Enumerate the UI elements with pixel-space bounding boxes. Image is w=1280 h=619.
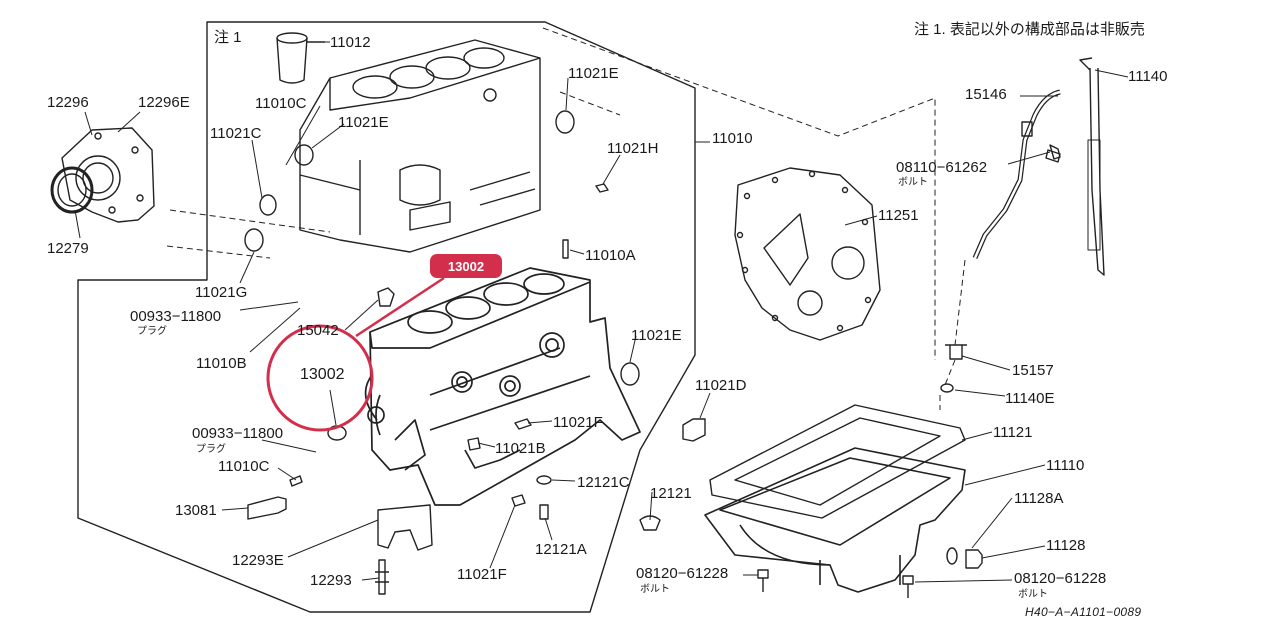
oil-pan-11110 [704,447,966,593]
label-11021D: 11021D [695,377,747,394]
dowel-11010C [289,475,303,487]
label-08120-right: 08120−61228 [1014,570,1107,587]
label-08110: 08110−61262 [896,159,988,176]
oil-pan-gasket-11121 [709,404,966,519]
label-11010A: 11010A [585,247,636,264]
label-11021B: 11021B [495,440,546,457]
label-bolt-left: ボルト [640,584,670,595]
label-11010B: 11010B [196,355,247,372]
label-11140: 11140 [1128,68,1168,85]
guide-fitting-15157 [945,344,967,360]
part-callout-badge: 13002 [430,254,502,278]
label-11110: 11110 [1046,457,1085,474]
label-bolt-right: ボルト [1018,589,1048,600]
label-11128A: 11128A [1014,490,1064,507]
pipe-15042 [377,287,395,307]
cylinder-sleeve-11012 [276,32,325,84]
label-11021E-top: 11021E [568,65,619,82]
label-08120-left: 08120−61228 [636,565,729,582]
seal-11021E-mid [620,362,640,386]
plug-11021F [514,418,532,430]
label-12296: 12296 [47,94,89,111]
plug-11021F-low [511,494,526,507]
label-11021G: 11021G [195,284,248,301]
label-11021E-inner: 11021E [338,114,389,131]
rear-end-plate-11251 [734,167,881,341]
label-12121A: 12121A [535,541,587,558]
seal-11021E-top [555,110,575,134]
bolt-08110 [1049,144,1061,160]
stud-11010A [562,239,569,259]
assembly-frame [77,21,696,613]
seal-11021G [244,228,264,252]
label-11012: 11012 [330,34,371,51]
sensor-13081 [247,496,287,520]
washer-12121C [536,475,552,485]
label-11010: 11010 [712,130,753,147]
label-13002: 13002 [300,366,345,383]
bolt-08120-right [902,575,914,598]
highlight-marker [266,276,445,432]
upper-engine-block [299,39,541,253]
seal-11021E-inner [294,144,314,166]
bolt-08120-left [757,569,769,592]
label-12121: 12121 [650,485,692,502]
label-plug-top: プラグ [137,326,167,337]
plug-11021D [682,418,706,442]
callout-pointer [355,276,445,338]
label-bolt-top: ボルト [898,177,928,188]
label-11010C-bottom: 11010C [218,458,270,475]
label-00933-bottom: 00933−11800 [192,425,284,442]
label-12121C: 12121C [577,474,630,491]
label-11021C: 11021C [210,125,262,142]
label-11021F-side: 11021F [553,414,603,431]
drain-washer-11128A [946,547,958,565]
plug-11021B [467,437,481,451]
bolt-12121A [539,504,549,520]
label-12293: 12293 [310,572,352,589]
stud-12293 [375,559,389,595]
label-11121: 11121 [993,424,1033,441]
corner-note: 注 1 [214,29,242,46]
label-11010C-top: 11010C [255,95,307,112]
plug-11021H [595,183,609,193]
label-11128: 11128 [1046,537,1086,554]
label-plug-bottom: プラグ [196,444,226,455]
label-12293E: 12293E [232,552,284,569]
label-11021E-mid: 11021E [631,327,682,344]
clip-12121 [639,515,661,531]
oil-seal-retainer-12296 [50,127,155,223]
label-13081: 13081 [175,502,217,519]
seal-11021C [259,194,277,216]
dipstick-guide-15146 [972,89,1061,259]
highlight-circle [266,324,374,432]
label-11021F-bottom: 11021F [457,566,507,583]
label-15157: 15157 [1012,362,1054,379]
bearing-cap-12293E [377,504,433,551]
label-11251: 11251 [878,207,919,224]
projection-box [166,27,936,360]
oil-dipstick-11140 [1079,57,1105,276]
main-engine-block [364,267,641,506]
label-11140E: 11140E [1005,390,1055,407]
label-00933-top: 00933−11800 [130,308,222,325]
label-11021H: 11021H [607,140,659,157]
drawing-reference: H40−A−A1101−0089 [1025,605,1142,619]
header-note: 注 1. 表記以外の構成部品は非販売 [914,21,1145,38]
drain-plug-11128 [965,549,983,569]
label-15042: 15042 [297,322,339,339]
label-15146: 15146 [965,86,1007,103]
label-12279: 12279 [47,240,89,257]
label-12296E: 12296E [138,94,190,111]
o-ring-11140E [940,383,954,393]
